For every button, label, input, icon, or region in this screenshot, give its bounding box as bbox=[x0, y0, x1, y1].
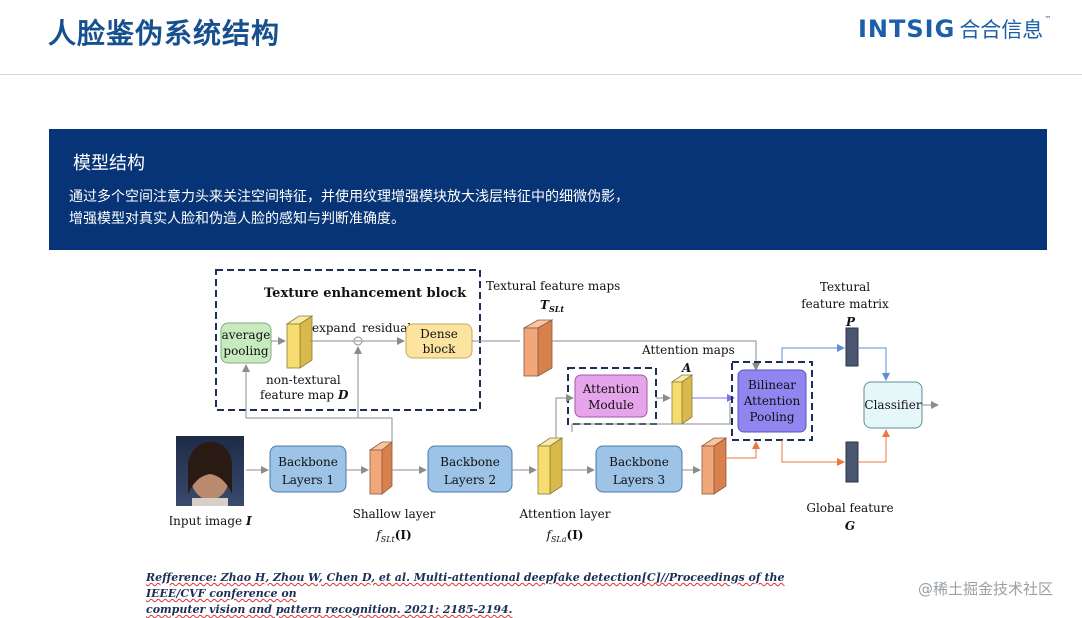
non-textural-label-1: non-textural bbox=[266, 373, 341, 387]
textural-feature-maps-label: Textural feature maps bbox=[486, 279, 620, 293]
reference-citation: Refference: Zhao H, Zhou W, Chen D, et a… bbox=[146, 570, 846, 618]
backbone1-label-1: Backbone bbox=[278, 455, 338, 469]
global-symbol: G bbox=[845, 519, 855, 533]
backbone-layers-3 bbox=[595, 445, 683, 493]
texture-block-title: Texture enhancement block bbox=[264, 286, 467, 301]
global-feature-bar bbox=[845, 441, 859, 483]
matrix-symbol: P bbox=[845, 315, 856, 329]
attention-maps-label: Attention maps bbox=[641, 343, 735, 357]
reference-line-1: Refference: Zhao H, Zhou W, Chen D, et a… bbox=[146, 571, 785, 600]
average-pooling-label-2: pooling bbox=[223, 344, 269, 358]
non-textural-feature-slab bbox=[285, 315, 314, 369]
tsl-symbol: TSLt bbox=[540, 298, 564, 314]
dense-block-label-2: block bbox=[423, 342, 456, 356]
slide-title: 人脸鉴伪系统结构 bbox=[48, 17, 281, 50]
shallow-layer-slab bbox=[368, 441, 394, 495]
attention-module-box bbox=[574, 374, 648, 418]
textural-feature-slab bbox=[522, 319, 554, 377]
backbone2-label-2: Layers 2 bbox=[444, 473, 496, 487]
backbone-layers-2 bbox=[427, 445, 513, 493]
textural-matrix-label-1: Textural bbox=[820, 280, 870, 294]
input-face-image bbox=[176, 436, 244, 506]
shallow-layer-label: Shallow layer bbox=[353, 507, 436, 521]
backbone3-label-2: Layers 3 bbox=[613, 473, 665, 487]
watermark: @稀土掘金技术社区 bbox=[918, 580, 1054, 598]
shallow-layer-formula: fSLt(I) bbox=[375, 528, 411, 544]
textural-matrix-label-2: feature matrix bbox=[801, 297, 889, 311]
header-divider bbox=[0, 74, 1082, 75]
architecture-diagram: Texture enhancement block average poolin… bbox=[170, 262, 950, 562]
bilinear-pooling-box bbox=[737, 369, 807, 433]
bilinear-label-2: Attention bbox=[743, 394, 801, 408]
textural-matrix-bar bbox=[845, 327, 859, 367]
summary-panel: 模型结构 通过多个空间注意力头来关注空间特征，并使用纹理增强模块放大浅层特征中的… bbox=[49, 129, 1047, 250]
panel-body-line-1: 通过多个空间注意力头来关注空间特征，并使用纹理增强模块放大浅层特征中的细微伪影， bbox=[69, 189, 629, 205]
logo-trademark: ™ bbox=[1044, 15, 1052, 23]
bilinear-pooling-group bbox=[731, 361, 813, 441]
expand-label: expand bbox=[312, 321, 356, 335]
texture-enhancement-block bbox=[215, 269, 481, 411]
panel-body: 通过多个空间注意力头来关注空间特征，并使用纹理增强模块放大浅层特征中的细微伪影，… bbox=[69, 186, 629, 230]
attention-module-label-2: Module bbox=[588, 398, 634, 412]
logo-text: INTSIG bbox=[858, 15, 956, 43]
input-image-label: Input image I bbox=[170, 514, 252, 528]
attention-module-label-1: Attention bbox=[582, 382, 640, 396]
attention-layer-label: Attention layer bbox=[519, 507, 611, 521]
company-logo: INTSIG 合合信息 ™ bbox=[858, 14, 1051, 44]
non-textural-label-2: feature map D bbox=[260, 388, 349, 402]
dense-block-label-1: Dense bbox=[420, 327, 458, 341]
backbone-layers-1 bbox=[269, 445, 347, 493]
backbone1-label-2: Layers 1 bbox=[282, 473, 334, 487]
backbone2-label-1: Backbone bbox=[440, 455, 500, 469]
classifier-label: Classifier bbox=[864, 398, 921, 412]
bilinear-label-1: Bilinear bbox=[748, 378, 796, 392]
panel-heading: 模型结构 bbox=[73, 153, 145, 174]
backbone3-label-1: Backbone bbox=[609, 455, 669, 469]
attention-maps-slab bbox=[670, 374, 694, 425]
reference-line-2: computer vision and pattern recognition.… bbox=[146, 603, 513, 616]
average-pooling-label-1: average bbox=[222, 328, 271, 342]
attention-layer-formula: fSLa(I) bbox=[546, 528, 584, 544]
global-feature-label: Global feature bbox=[806, 501, 893, 515]
average-pooling-box bbox=[220, 322, 272, 364]
residual-label: residual bbox=[362, 321, 411, 335]
attention-layer-slab bbox=[536, 437, 564, 495]
logo-chinese: 合合信息 bbox=[959, 18, 1044, 42]
bilinear-label-3: Pooling bbox=[749, 410, 794, 424]
attention-symbol: A bbox=[681, 361, 691, 375]
deep-feature-slab bbox=[700, 437, 728, 495]
panel-body-line-2: 增强模型对真实人脸和伪造人脸的感知与判断准确度。 bbox=[69, 211, 405, 227]
